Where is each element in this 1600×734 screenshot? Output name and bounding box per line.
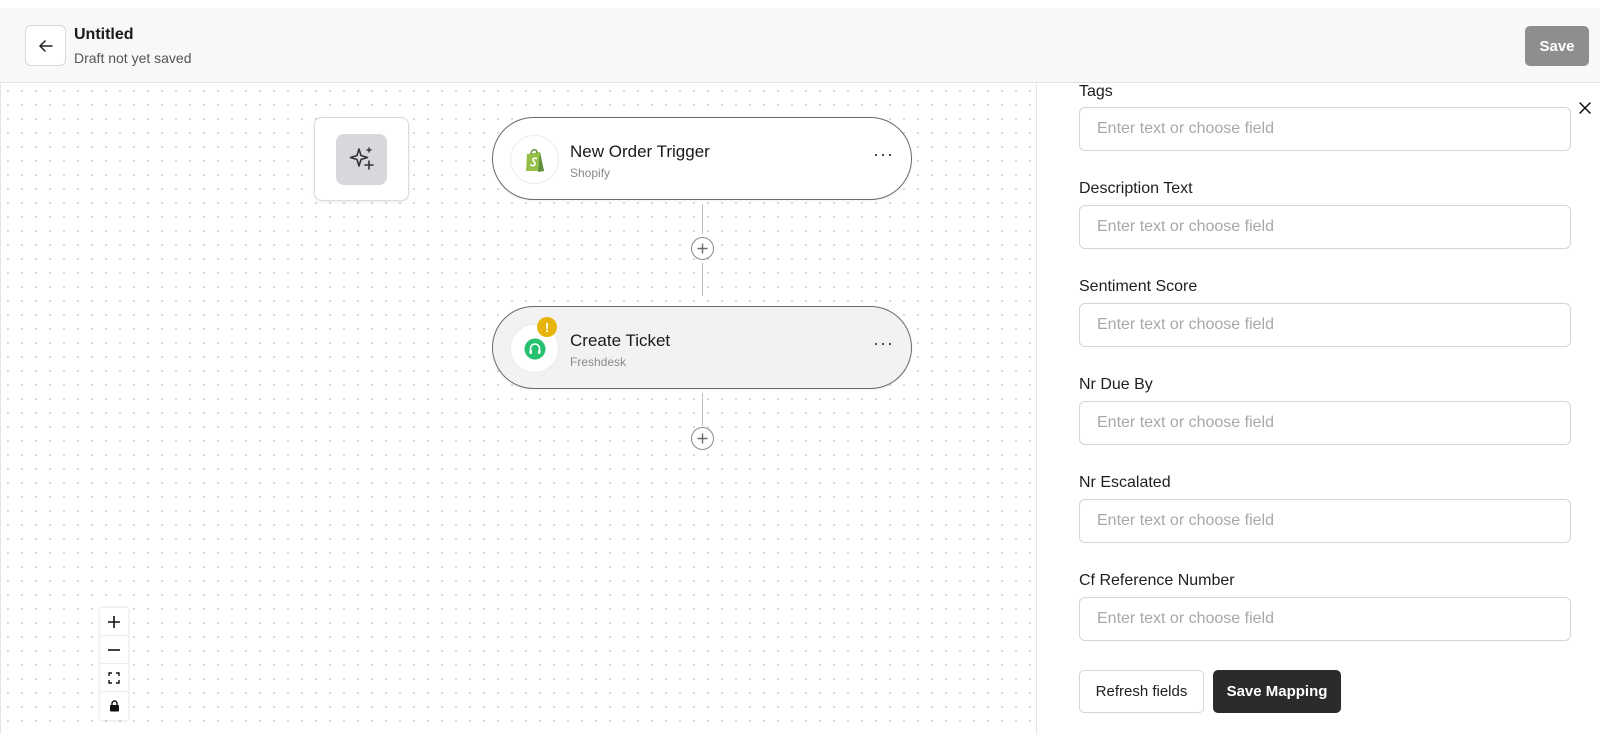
freshdesk-icon [524, 338, 545, 359]
refresh-fields-button[interactable]: Refresh fields [1079, 670, 1204, 713]
connector-line [702, 263, 703, 296]
sentiment-score-input[interactable] [1079, 303, 1571, 347]
field-label-tags: Tags [1079, 83, 1113, 100]
field-label-nr-escalated: Nr Escalated [1079, 474, 1171, 491]
save-button[interactable]: Save [1525, 26, 1589, 66]
shopify-icon [525, 148, 544, 172]
field-mapping-panel: Tags Description Text Sentiment Score Nr… [1036, 83, 1600, 734]
fit-view-button[interactable] [100, 664, 128, 692]
canvas-controls [100, 608, 128, 720]
plus-icon [108, 615, 120, 628]
save-mapping-button[interactable]: Save Mapping [1213, 670, 1341, 713]
zoom-in-button[interactable] [100, 608, 128, 636]
ai-assistant-button[interactable] [336, 133, 387, 185]
add-step-button[interactable] [691, 237, 714, 260]
nr-escalated-input[interactable] [1079, 499, 1571, 543]
lock-button[interactable] [100, 692, 128, 720]
field-label-description-text: Description Text [1079, 180, 1193, 197]
workflow-canvas[interactable]: New Order Trigger Shopify ··· ! Create T… [0, 84, 1036, 734]
add-step-button[interactable] [691, 427, 714, 450]
node-app-name: Shopify [570, 166, 611, 180]
ai-assistant-node[interactable] [314, 117, 409, 201]
node-more-menu[interactable]: ··· [873, 144, 894, 164]
fit-view-icon [108, 671, 120, 684]
workflow-title[interactable]: Untitled [74, 26, 134, 43]
draft-status: Draft not yet saved [74, 50, 192, 66]
connector-line [702, 204, 703, 234]
connector-line [702, 393, 703, 426]
node-more-menu[interactable]: ··· [873, 333, 894, 353]
trigger-node[interactable]: New Order Trigger Shopify ··· [492, 117, 912, 200]
close-panel-button[interactable] [1576, 99, 1594, 117]
field-label-sentiment-score: Sentiment Score [1079, 278, 1198, 295]
lock-icon [109, 700, 119, 712]
cf-reference-number-input[interactable] [1079, 597, 1571, 641]
warning-badge: ! [537, 317, 557, 337]
nr-due-by-input[interactable] [1079, 401, 1571, 445]
plus-icon [697, 243, 708, 254]
description-text-input[interactable] [1079, 205, 1571, 249]
node-app-name: Freshdesk [570, 355, 627, 369]
field-label-nr-due-by: Nr Due By [1079, 376, 1153, 393]
tags-input[interactable] [1079, 107, 1571, 151]
back-button[interactable] [25, 25, 66, 66]
node-title: New Order Trigger [570, 142, 710, 161]
field-label-cf-reference-number: Cf Reference Number [1079, 572, 1235, 589]
minus-icon [108, 648, 120, 651]
arrow-left-icon [38, 39, 53, 52]
top-bar: Untitled Draft not yet saved Save [0, 8, 1600, 83]
action-node[interactable]: ! Create Ticket Freshdesk ··· [492, 306, 912, 389]
sparkles-icon [349, 147, 374, 170]
node-title: Create Ticket [570, 331, 671, 350]
zoom-out-button[interactable] [100, 636, 128, 664]
node-app-icon-wrap [510, 135, 559, 184]
close-icon [1579, 102, 1591, 114]
plus-icon [697, 433, 708, 444]
